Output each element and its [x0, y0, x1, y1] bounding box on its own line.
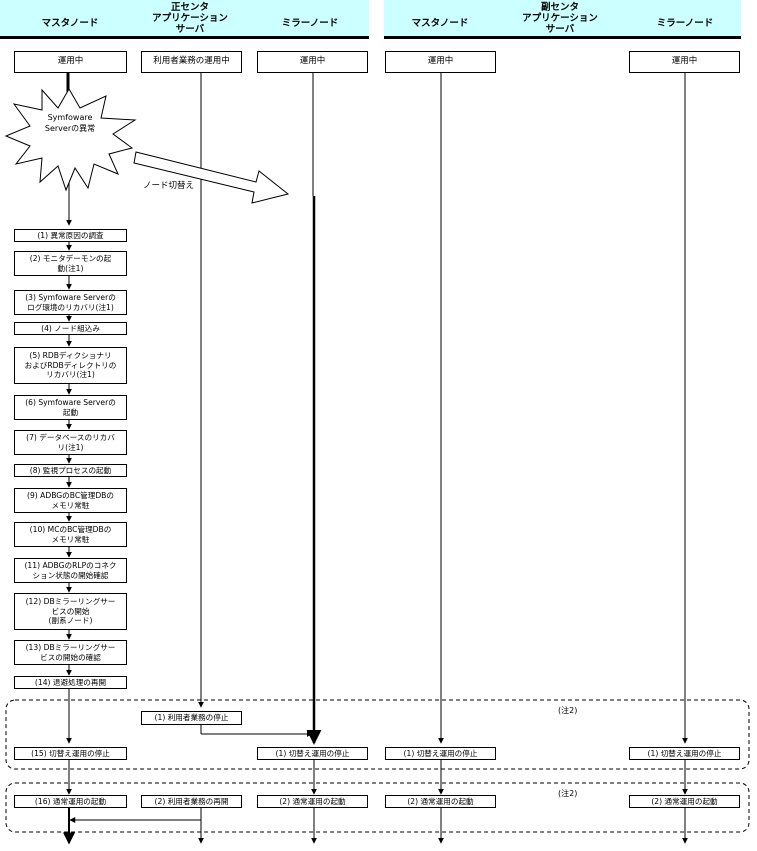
recovery-step: (11) ADBGのRLPのコネク ション状態の開始確認 [14, 558, 127, 583]
recovery-step: (9) ADBGのBC管理DBの メモリ常駐 [14, 488, 127, 513]
g2-s-mirror-start: (2) 通常運用の起動 [629, 795, 740, 808]
node-switch-arrow [133, 151, 290, 204]
secondary-app-header: アプリケーション サーバ [522, 13, 598, 35]
secondary-center-header-bg [384, 0, 741, 37]
recovery-step: (3) Symfoware Serverの ログ環境のリカバリ(注1) [14, 290, 127, 315]
primary-center-title: 正センタ [170, 2, 209, 13]
secondary-center-title: 副センタ [540, 2, 579, 13]
s-mirror-status: 運用中 [629, 51, 740, 73]
g1-s-mirror-stop: (1) 切替え運用の停止 [629, 747, 740, 760]
secondary-header-rule [384, 36, 741, 39]
node-switch-label: ノード切替え [143, 181, 195, 191]
error-burst [4, 88, 137, 192]
g1-app-stop: (1) 利用者業務の停止 [141, 711, 242, 725]
primary-app-header: アプリケーション サーバ [152, 13, 228, 35]
group1-frame [5, 699, 750, 770]
s-master-status: 運用中 [385, 51, 496, 73]
g1-s-master-stop: (1) 切替え運用の停止 [385, 747, 496, 760]
primary-header-rule [0, 36, 369, 39]
primary-master-header: マスタノード [41, 18, 99, 29]
recovery-step: (13) DBミラーリングサー ビスの開始の確認 [14, 640, 127, 665]
secondary-mirror-header: ミラーノード [656, 18, 714, 29]
g1-p-master-stop: (15) 切替え運用の停止 [14, 747, 127, 760]
secondary-master-header: マスタノード [411, 18, 469, 29]
error-burst-label: Symfoware Serverの異常 [44, 113, 96, 133]
p-app-status: 利用者業務の運用中 [141, 51, 242, 73]
recovery-step: (4) ノード組込み [14, 322, 127, 335]
group1-note: (注2) [558, 706, 578, 715]
recovery-step: (7) データベースのリカバ リ(注1) [14, 430, 127, 455]
recovery-step: (14) 退避処理の再開 [14, 676, 127, 689]
recovery-step: (10) MCのBC管理DBの メモリ常駐 [14, 522, 127, 547]
g2-p-master-start: (16) 通常運用の起動 [14, 795, 127, 808]
g1-p-mirror-stop: (1) 切替え運用の停止 [257, 747, 368, 760]
g2-s-master-start: (2) 通常運用の起動 [385, 795, 496, 808]
primary-center-header-bg [0, 0, 369, 37]
recovery-step: (1) 異常原因の調査 [14, 229, 127, 242]
recovery-step: (5) RDBディクショナリ およびRDBディレクトリの リカバリ(注1) [14, 347, 127, 384]
recovery-step: (6) Symfoware Serverの 起動 [14, 395, 127, 420]
g2-p-mirror-start: (2) 通常運用の起動 [257, 795, 368, 808]
recovery-step: (8) 監視プロセスの起動 [14, 464, 127, 477]
recovery-step: (2) モニタデーモンの起 動(注1) [14, 251, 127, 276]
recovery-step: (12) DBミラーリングサー ビスの開始 (副系ノード) [14, 593, 127, 630]
g2-p-app-resume: (2) 利用者業務の再開 [141, 795, 242, 808]
primary-mirror-header: ミラーノード [281, 18, 339, 29]
p-mirror-status: 運用中 [257, 51, 368, 73]
p-master-status: 運用中 [14, 51, 127, 73]
group2-note: (注2) [558, 789, 578, 798]
